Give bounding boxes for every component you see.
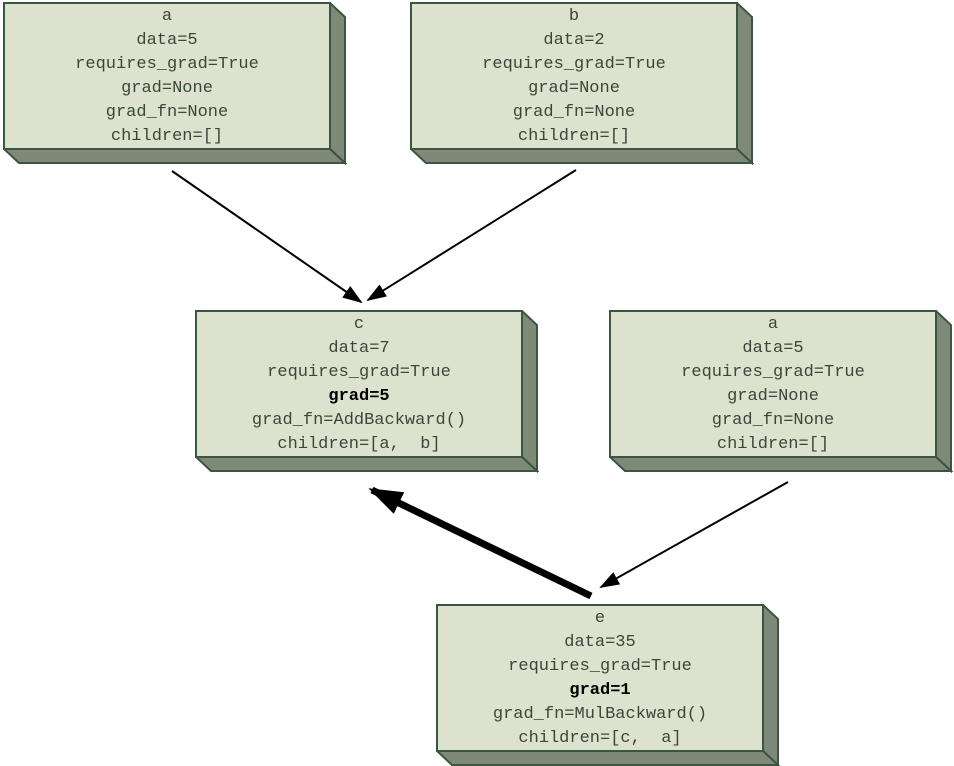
node-grad-line: grad=5	[328, 387, 390, 406]
edge-a-top-to-c	[171, 170, 363, 304]
node-text-block: a data=5 requires_grad=True grad=None gr…	[4, 3, 330, 149]
node-e-bottom: e data=35 requires_grad=True grad=1 grad…	[436, 604, 780, 766]
node-grad-fn-line: grad_fn=MulBackward()	[492, 705, 708, 724]
node-children-line: children=[]	[110, 127, 224, 146]
node-children-line: children=[a, b]	[277, 435, 441, 454]
node-requires-grad-line: requires_grad=True	[75, 55, 259, 74]
node-grad-fn-line: grad_fn=None	[711, 411, 835, 430]
node-grad-line: grad=None	[528, 79, 620, 98]
node-children-line: children=[c, a]	[518, 729, 682, 748]
node-label: e	[594, 609, 606, 628]
node-requires-grad-line: requires_grad=True	[267, 363, 451, 382]
node-c-mid: c data=7 requires_grad=True grad=5 grad_…	[195, 310, 539, 473]
node-children-line: children=[]	[716, 435, 830, 454]
node-data-line: data=2	[543, 31, 605, 50]
node-children-line: children=[]	[517, 127, 631, 146]
node-text-block: c data=7 requires_grad=True grad=5 grad_…	[196, 311, 522, 457]
node-requires-grad-line: requires_grad=True	[681, 363, 865, 382]
node-3d-slab	[410, 2, 754, 165]
node-text-block: e data=35 requires_grad=True grad=1 grad…	[437, 605, 763, 751]
node-label: c	[353, 315, 365, 334]
node-text-block: b data=2 requires_grad=True grad=None gr…	[411, 3, 737, 149]
node-data-line: data=5	[742, 339, 804, 358]
node-requires-grad-line: requires_grad=True	[508, 657, 692, 676]
node-3d-slab	[609, 310, 953, 473]
node-label: a	[161, 7, 173, 26]
node-data-line: data=5	[136, 31, 198, 50]
node-3d-slab	[195, 310, 539, 473]
node-data-line: data=7	[328, 339, 390, 358]
node-grad-line: grad=None	[121, 79, 213, 98]
node-label: a	[767, 315, 779, 334]
node-grad-fn-line: grad_fn=None	[105, 103, 229, 122]
node-b-top: b data=2 requires_grad=True grad=None gr…	[410, 2, 754, 165]
edge-b-top-to-c	[366, 169, 577, 302]
node-grad-line: grad=1	[569, 681, 631, 700]
node-data-line: data=35	[564, 633, 636, 652]
node-grad-fn-line: grad_fn=None	[512, 103, 636, 122]
node-text-block: a data=5 requires_grad=True grad=None gr…	[610, 311, 936, 457]
node-requires-grad-line: requires_grad=True	[482, 55, 666, 74]
node-3d-slab	[3, 2, 347, 165]
node-a-mid: a data=5 requires_grad=True grad=None gr…	[609, 310, 953, 473]
node-grad-fn-line: grad_fn=AddBackward()	[251, 411, 467, 430]
node-grad-line: grad=None	[727, 387, 819, 406]
node-label: b	[568, 7, 580, 26]
node-a-top: a data=5 requires_grad=True grad=None gr…	[3, 2, 347, 165]
node-3d-slab	[436, 604, 780, 766]
edge-a-mid-to-e	[599, 481, 789, 588]
edge-e-to-c-backward	[368, 486, 593, 600]
